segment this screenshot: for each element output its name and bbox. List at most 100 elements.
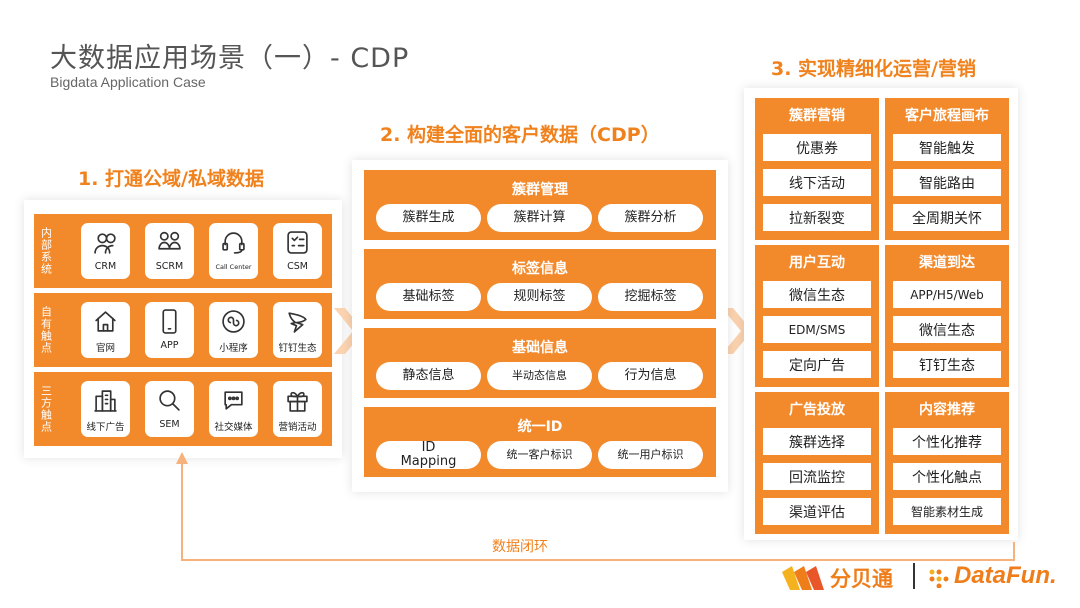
search-icon <box>159 390 180 411</box>
source-card-label: 小程序 <box>219 343 248 354</box>
source-card-label: 营销活动 <box>278 422 317 433</box>
cdp-item-pill[interactable]: 规则标签 <box>487 283 592 311</box>
page-subtitle: Bigdata Application Case <box>50 74 206 90</box>
operation-item[interactable]: 优惠券 <box>763 134 871 161</box>
section3-title: 3. 实现精细化运营/营销 <box>771 58 976 80</box>
source-group: 自有触点官网 APP 小程序 钉钉生态 <box>34 293 332 367</box>
operation-item[interactable]: 智能触发 <box>893 134 1001 161</box>
mini-program-icon <box>222 310 245 333</box>
operation-item[interactable]: 簇群选择 <box>763 428 871 455</box>
source-card-label: 社交媒体 <box>214 422 253 433</box>
cdp-block: 基础信息静态信息半动态信息行为信息 <box>364 328 716 398</box>
cdp-block-title: 基础信息 <box>512 340 568 356</box>
operation-item[interactable]: 回流监控 <box>763 463 871 490</box>
logo-separator <box>913 563 915 589</box>
operation-item[interactable]: 智能素材生成 <box>893 498 1001 525</box>
operation-item[interactable]: 定向广告 <box>763 351 871 378</box>
operation-item[interactable]: 智能路由 <box>893 169 1001 196</box>
cdp-item-pill[interactable]: 挖掘标签 <box>598 283 703 311</box>
source-card[interactable]: SCRM <box>145 223 194 279</box>
cdp-block: 标签信息基础标签规则标签挖掘标签 <box>364 249 716 319</box>
cdp-item-pill[interactable]: 统一客户标识 <box>487 441 592 469</box>
datafun-logo-icon <box>929 569 949 588</box>
source-card-label: 钉钉生态 <box>278 343 317 354</box>
operation-item[interactable]: 渠道评估 <box>763 498 871 525</box>
source-card-label: SEM <box>159 419 180 430</box>
fenbeitong-logo: 分贝通 <box>830 567 893 591</box>
source-card[interactable]: 官网 <box>81 302 130 358</box>
operation-group-title: 簇群营销 <box>789 108 845 124</box>
dingtalk-icon <box>288 312 307 333</box>
loop-arrow <box>176 452 1015 561</box>
source-group-label: 内部系统 <box>39 227 53 275</box>
operation-group-title: 广告投放 <box>789 402 845 418</box>
source-card[interactable]: Call Center <box>209 223 258 279</box>
cdp-item-pill[interactable]: ID Mapping <box>376 441 481 469</box>
checklist-icon <box>287 231 308 254</box>
source-card[interactable]: 小程序 <box>209 302 258 358</box>
operations-panel: 簇群营销优惠券线下活动拉新裂变客户旅程画布智能触发智能路由全周期关怀用户互动微信… <box>744 88 1018 540</box>
cdp-item-pill[interactable]: 簇群生成 <box>376 204 481 232</box>
operation-group-title: 内容推荐 <box>919 402 975 418</box>
cdp-item-pill[interactable]: 统一用户标识 <box>598 441 703 469</box>
source-card-label: SCRM <box>155 261 184 272</box>
source-card[interactable]: 钉钉生态 <box>273 302 322 358</box>
phone-icon <box>162 309 177 334</box>
cdp-block-title: 簇群管理 <box>512 182 568 198</box>
source-group: 内部系统 CRM SCRM Call Center CSM <box>34 214 332 288</box>
home-icon <box>95 311 116 332</box>
operation-group: 客户旅程画布智能触发智能路由全周期关怀 <box>885 98 1009 240</box>
source-card[interactable]: SEM <box>145 381 194 437</box>
source-card[interactable]: 营销活动 <box>273 381 322 437</box>
source-group: 三方触点 线下广告 SEM 社交媒体 营销活动 <box>34 372 332 446</box>
source-card[interactable]: 线下广告 <box>81 381 130 437</box>
cdp-item-pill[interactable]: 行为信息 <box>598 362 703 390</box>
operation-item[interactable]: 个性化触点 <box>893 463 1001 490</box>
source-card[interactable]: CSM <box>273 223 322 279</box>
source-card-label: 官网 <box>95 343 115 354</box>
people-icon <box>94 233 116 254</box>
source-card-label: Call Center <box>215 263 252 271</box>
data-sources-panel: 内部系统 CRM SCRM Call Center CSM 自有触点官网 APP 小程序 钉钉生… <box>24 200 342 458</box>
datafun-logo: DataFun. <box>954 562 1057 589</box>
building-icon <box>94 390 117 412</box>
operation-item[interactable]: 拉新裂变 <box>763 204 871 231</box>
operation-group: 渠道到达 APP/H5/Web 微信生态钉钉生态 <box>885 245 1009 387</box>
operation-group: 广告投放簇群选择回流监控渠道评估 <box>755 392 879 534</box>
cdp-item-pill[interactable]: 静态信息 <box>376 362 481 390</box>
loop-label: 数据闭环 <box>492 539 548 555</box>
operation-group-title: 客户旅程画布 <box>905 108 989 124</box>
cdp-block-title: 标签信息 <box>512 261 568 277</box>
operation-item[interactable]: 微信生态 <box>763 281 871 308</box>
page-title: 大数据应用场景（一）- CDP <box>50 43 410 74</box>
chat-icon <box>224 391 243 410</box>
cdp-item-pill[interactable]: 半动态信息 <box>487 362 592 390</box>
cdp-block: 簇群管理簇群生成簇群计算簇群分析 <box>364 170 716 240</box>
operation-item[interactable]: 钉钉生态 <box>893 351 1001 378</box>
section1-title: 1. 打通公域/私域数据 <box>78 168 264 190</box>
cdp-item-pill[interactable]: 簇群分析 <box>598 204 703 232</box>
source-card[interactable]: CRM <box>81 223 130 279</box>
source-card-label: CRM <box>94 261 117 272</box>
operation-item[interactable]: EDM/SMS <box>763 316 871 343</box>
operation-item[interactable]: 全周期关怀 <box>893 204 1001 231</box>
source-card[interactable]: APP <box>145 302 194 358</box>
cdp-item-pill[interactable]: 簇群计算 <box>487 204 592 232</box>
operation-item[interactable]: 线下活动 <box>763 169 871 196</box>
section2-title: 2. 构建全面的客户数据（CDP） <box>380 124 660 146</box>
source-group-label: 自有触点 <box>39 306 53 354</box>
operation-item[interactable]: 个性化推荐 <box>893 428 1001 455</box>
headset-icon <box>222 232 245 254</box>
operation-group-title: 渠道到达 <box>919 255 975 271</box>
users-icon <box>158 231 181 250</box>
operation-item[interactable]: APP/H5/Web <box>893 281 1001 308</box>
operation-group: 内容推荐个性化推荐个性化触点智能素材生成 <box>885 392 1009 534</box>
operation-group: 簇群营销优惠券线下活动拉新裂变 <box>755 98 879 240</box>
source-group-label: 三方触点 <box>39 385 53 433</box>
cdp-item-pill[interactable]: 基础标签 <box>376 283 481 311</box>
source-card[interactable]: 社交媒体 <box>209 381 258 437</box>
operation-item[interactable]: 微信生态 <box>893 316 1001 343</box>
cdp-block-title: 统一ID <box>517 419 563 435</box>
